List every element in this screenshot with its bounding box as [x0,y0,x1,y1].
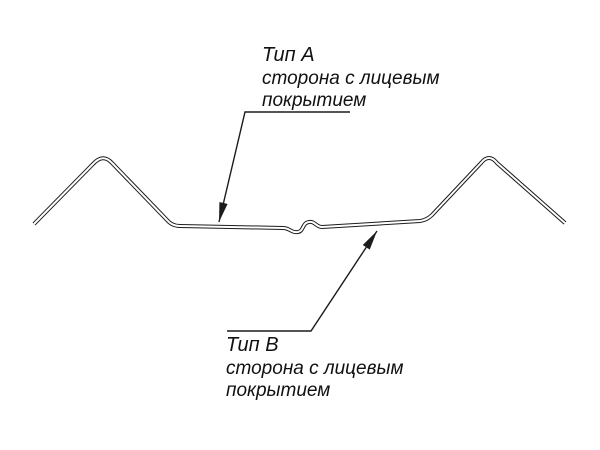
leader-line-type-a [218,111,350,223]
label-type-b-line1: сторона с лицевым [226,358,404,379]
label-type-a-line2: покрытием [262,90,366,111]
leader-line-type-b [227,230,378,332]
profile-contour-inner [33,157,566,234]
label-type-b-title: Тип В [226,334,279,356]
label-type-b: Тип В сторона с лицевым покрытием [226,334,404,401]
metal-profile-outline [32,156,567,235]
label-type-a: Тип А сторона с лицевым покрытием [262,44,440,111]
label-type-b-line2: покрытием [226,380,330,401]
label-type-a-title: Тип А [262,44,315,66]
label-type-a-line1: сторона с лицевым [262,68,440,89]
profile-contour-outer [32,156,567,235]
